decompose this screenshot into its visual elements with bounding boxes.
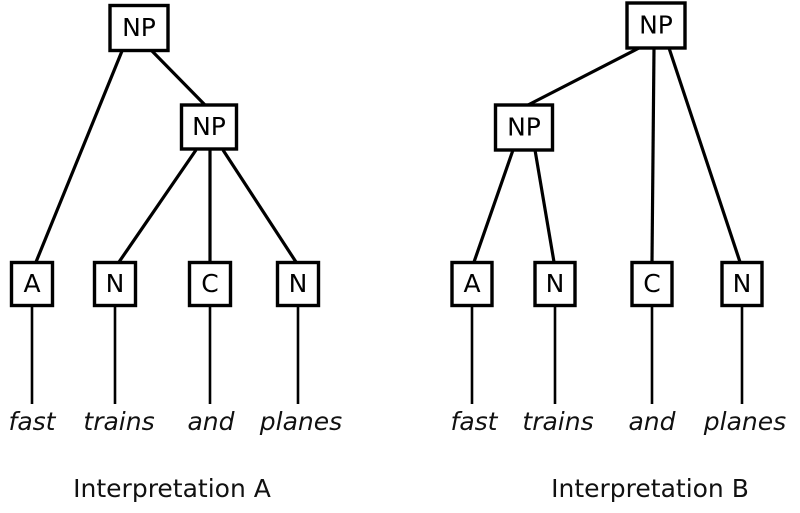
tree-a-leaf-stems — [30, 306, 300, 404]
node-label-np-root-b: NP — [639, 11, 673, 40]
tree-b-node-pos-c[interactable]: C — [630, 260, 674, 308]
edge-np2-to-a-b — [472, 149, 515, 263]
leaf-word-planes-b: planes — [703, 407, 786, 436]
tree-b-node-pos-n2[interactable]: N — [720, 260, 764, 308]
leaf-word-planes: planes — [259, 407, 342, 436]
node-box-pos-c[interactable] — [187, 260, 233, 308]
leaf-word-and: and — [187, 407, 234, 436]
node-label-pos-a: A — [23, 269, 40, 298]
node-box-np-root-b[interactable] — [625, 1, 687, 50]
node-label-pos-c: C — [201, 269, 218, 298]
node-box-pos-a-b[interactable] — [450, 260, 494, 308]
tree-b-leaf-stems — [470, 306, 744, 404]
edge-np2-to-n1-b — [533, 149, 556, 263]
node-box-np-inner-b[interactable] — [493, 103, 555, 152]
tree-a-node-np2[interactable]: NP — [179, 103, 239, 151]
tree-a-node-pos-a[interactable]: A — [9, 260, 55, 308]
node-box-pos-n2-b[interactable] — [720, 260, 764, 308]
tree-b-node-np2[interactable]: NP — [493, 103, 555, 152]
edge-root-to-c-b — [650, 47, 656, 263]
node-label-pos-n1-b: N — [546, 269, 565, 298]
tree-a-leaf-words: fast trains and planes — [9, 407, 343, 436]
node-box-pos-c-b[interactable] — [630, 260, 674, 308]
node-box-pos-n1[interactable] — [92, 260, 138, 308]
edge-np2-to-n1 — [117, 149, 198, 263]
caption-interpretation-b: Interpretation B — [551, 474, 749, 503]
node-label-np-inner: NP — [192, 112, 226, 141]
leaf-word-and-b: and — [628, 407, 675, 436]
edge-root-to-np2 — [150, 49, 207, 107]
leaf-word-fast-b: fast — [451, 407, 499, 436]
edge-root-to-np2-b — [527, 46, 640, 107]
tree-a-node-root[interactable]: NP — [108, 3, 170, 53]
node-box-pos-n1-b[interactable] — [533, 260, 577, 308]
node-label-np-inner-b: NP — [507, 113, 541, 142]
tree-b-node-pos-a[interactable]: A — [450, 260, 494, 308]
tree-b-leaf-words: fast trains and planes — [451, 407, 787, 436]
node-box-pos-a[interactable] — [9, 260, 55, 308]
leaf-word-fast: fast — [9, 407, 57, 436]
node-box-pos-n2[interactable] — [275, 260, 321, 308]
tree-a-node-pos-c[interactable]: C — [187, 260, 233, 308]
tree-b-node-pos-n1[interactable]: N — [533, 260, 577, 308]
tree-interpretation-a: NP NP A N C N fas — [9, 3, 343, 503]
node-label-pos-c-b: C — [643, 269, 660, 298]
tree-a-node-pos-n1[interactable]: N — [92, 260, 138, 308]
node-box-np-inner[interactable] — [179, 103, 239, 151]
tree-a-node-pos-n2[interactable]: N — [275, 260, 321, 308]
node-label-np-root: NP — [122, 13, 156, 42]
leaf-word-trains-b: trains — [522, 407, 593, 436]
node-label-pos-a-b: A — [463, 269, 480, 298]
node-label-pos-n1: N — [106, 269, 125, 298]
edge-root-to-a — [34, 50, 124, 263]
caption-interpretation-a: Interpretation A — [73, 474, 271, 503]
leaf-word-trains: trains — [83, 407, 154, 436]
tree-b-node-root[interactable]: NP — [625, 1, 687, 50]
tree-interpretation-b: NP NP A N C N fas — [450, 1, 787, 503]
edge-np2-to-n2 — [221, 149, 298, 263]
node-box-np-root[interactable] — [108, 3, 170, 53]
node-label-pos-n2: N — [289, 269, 308, 298]
tree-b-edges — [472, 46, 742, 263]
node-label-pos-n2-b: N — [733, 269, 752, 298]
edge-root-to-n2-b — [667, 47, 742, 263]
tree-a-edges — [34, 49, 298, 263]
